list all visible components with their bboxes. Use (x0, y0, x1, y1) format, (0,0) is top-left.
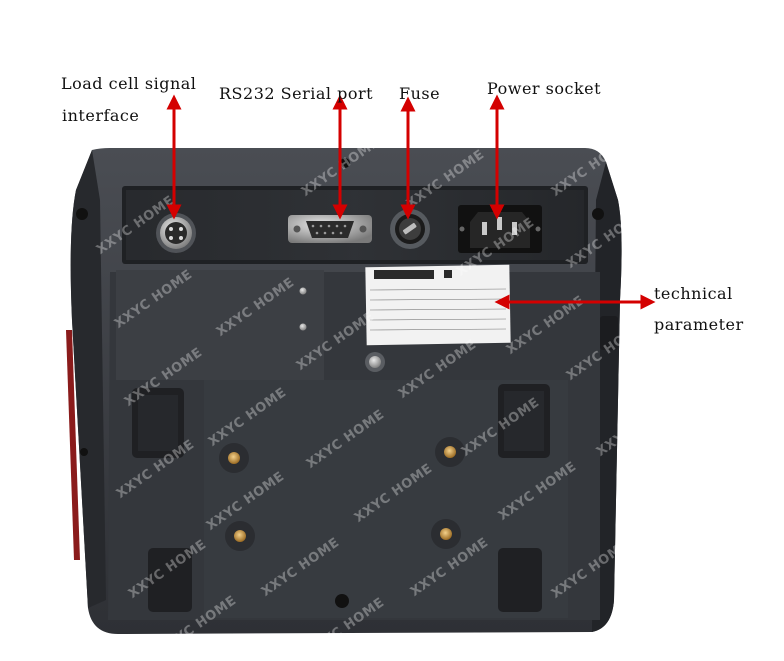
fuse-label: Fuse (399, 84, 441, 103)
technical-parameter-label: technical (654, 284, 733, 303)
mounting-inserts (219, 437, 465, 551)
fuse-holder (390, 209, 430, 249)
load-cell-label: Load cell signal (61, 74, 197, 93)
technical-label (365, 264, 511, 346)
rs232-label: RS232 Serial port (219, 84, 374, 103)
rs232-port (288, 215, 372, 243)
load-cell-label-line2: interface (62, 106, 140, 125)
technical-parameter-label-line2: parameter (654, 315, 744, 334)
power-socket-label: Power socket (487, 79, 602, 98)
load-cell-connector (156, 213, 196, 253)
power-socket (458, 205, 542, 253)
